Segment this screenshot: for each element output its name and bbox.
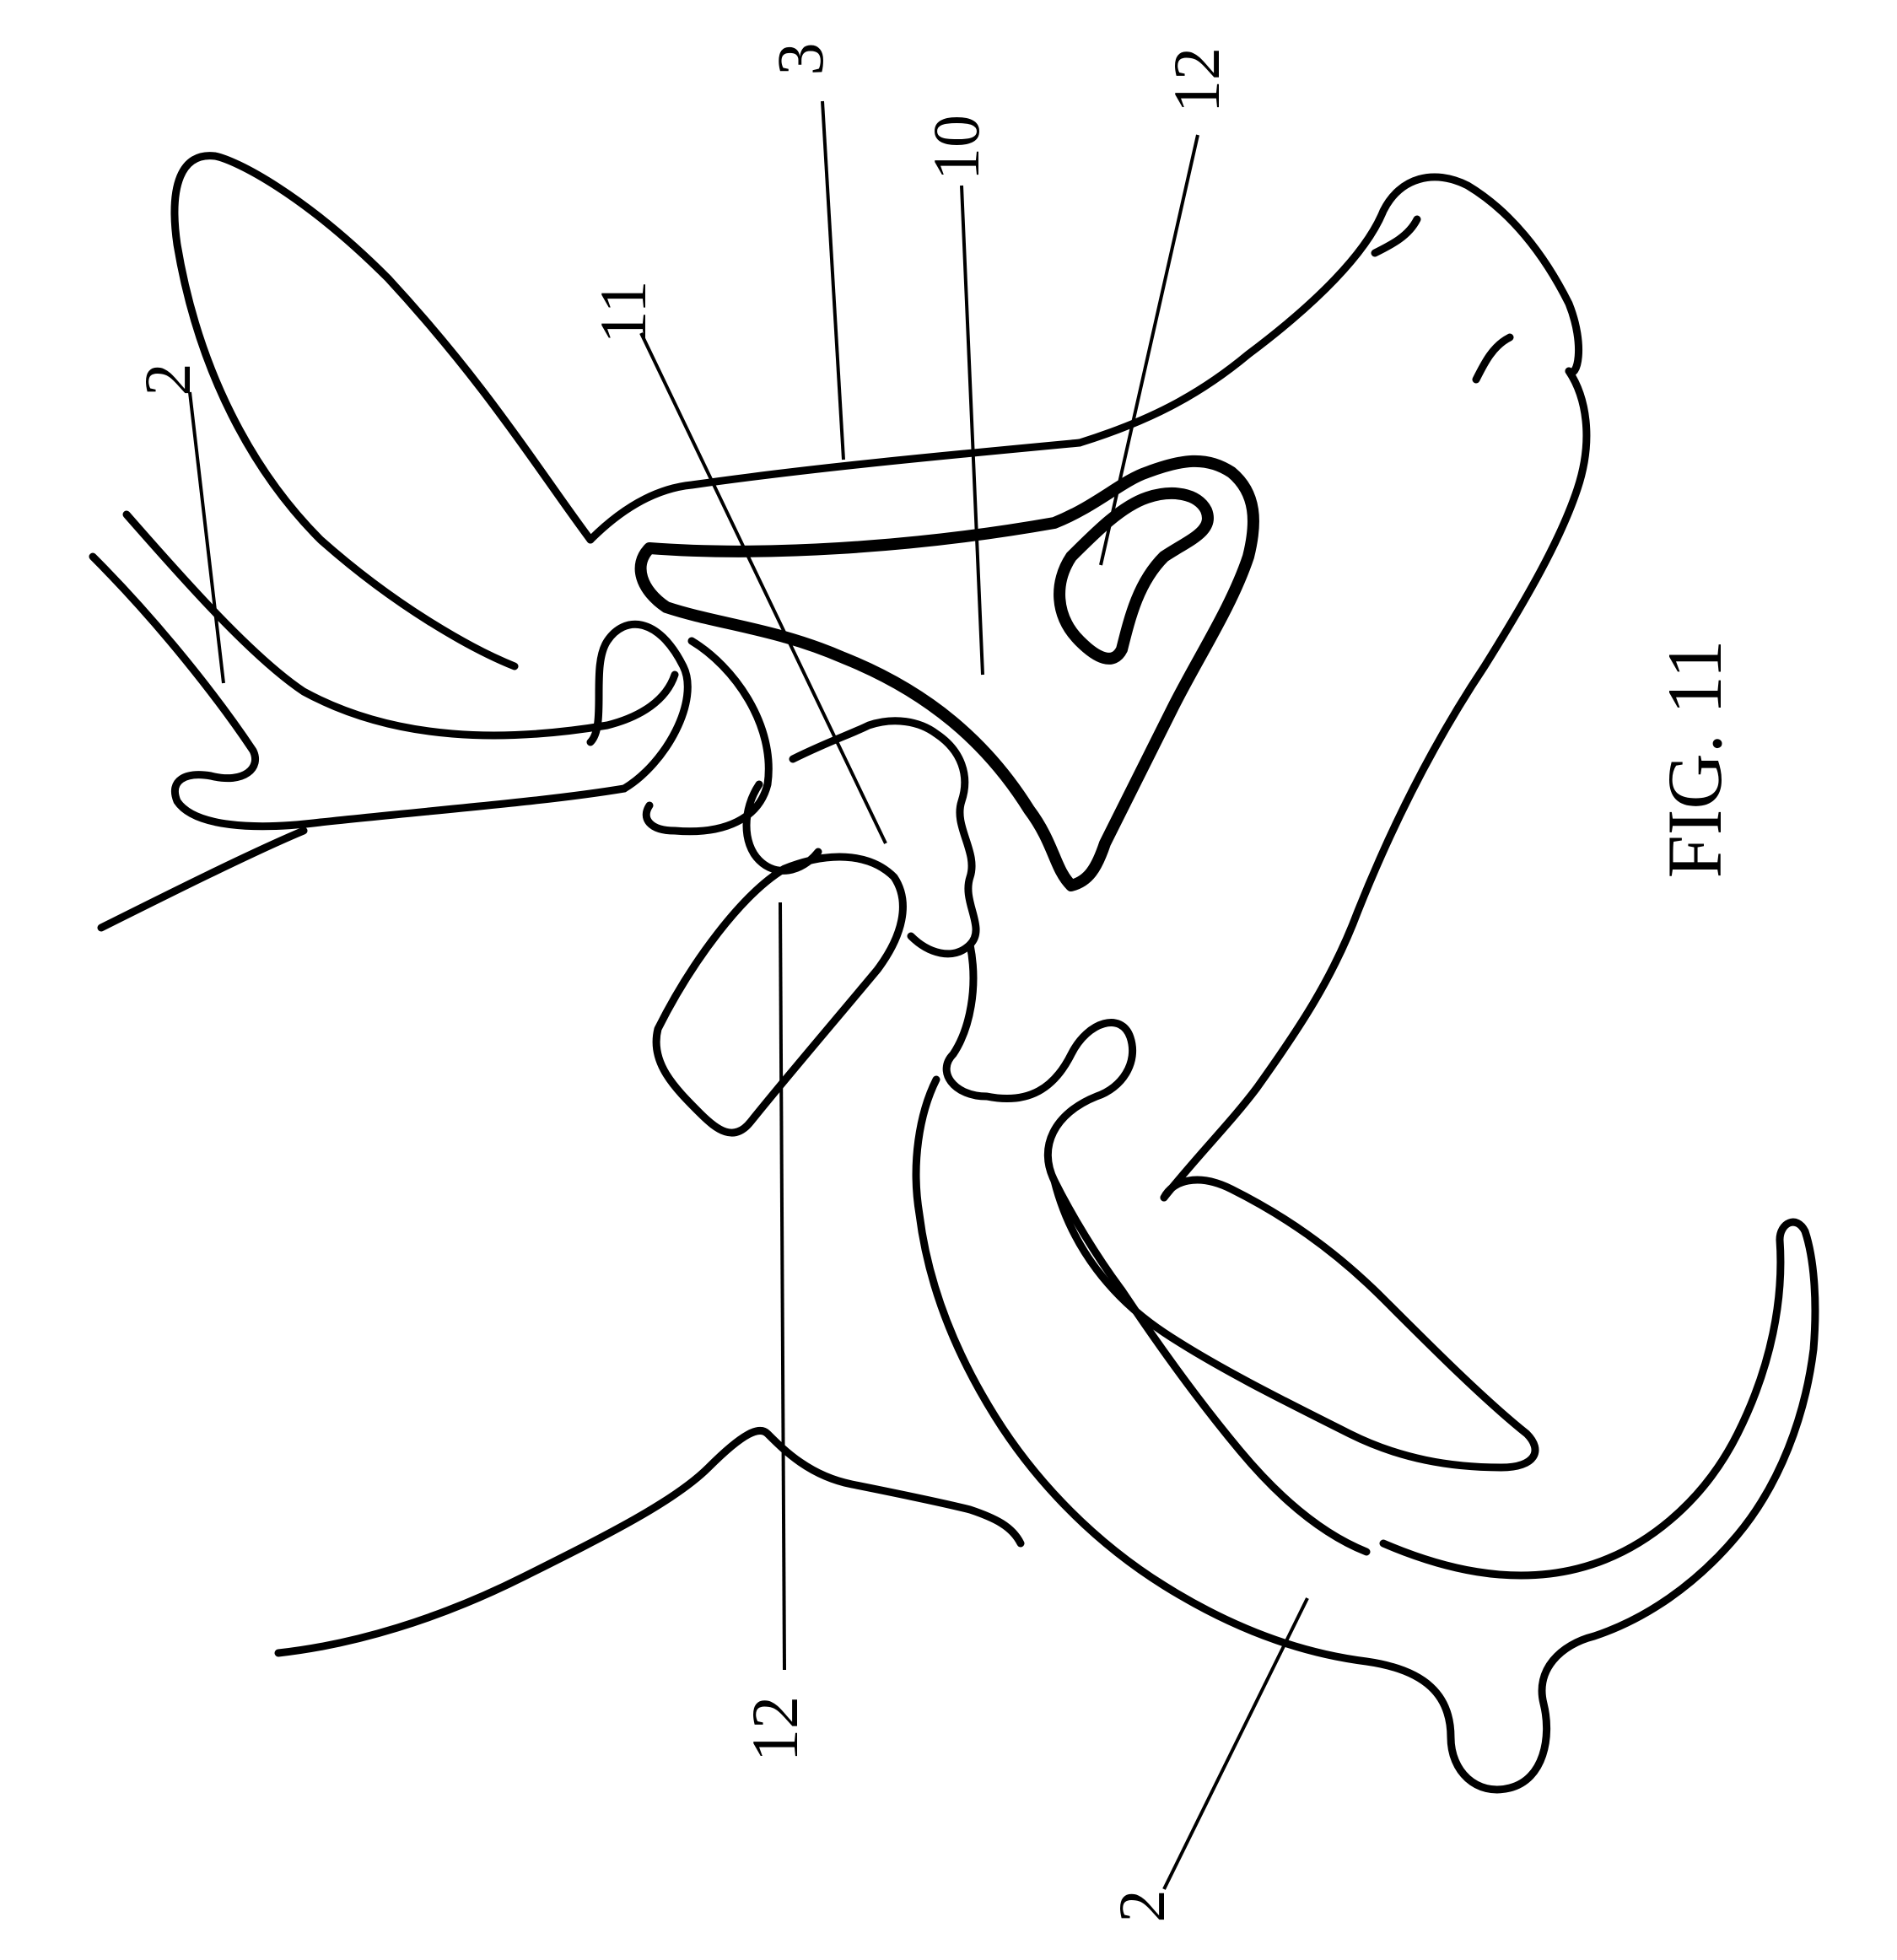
ref-numeral-12-lower: 12 — [738, 1696, 811, 1762]
lower-bone-curl-outline — [1050, 1176, 1539, 1472]
upper-arm-bone-outline — [122, 510, 679, 740]
upper-bone-tip-outline — [586, 439, 1084, 544]
lower-left-outline — [274, 1426, 1025, 1657]
right-bone-mark-2 — [1472, 333, 1514, 384]
right-bone-mark-1 — [1371, 215, 1421, 257]
bone-block-12-outline — [652, 853, 907, 1137]
ref-numeral-2-lower: 2 — [1105, 1890, 1178, 1923]
leader-11 — [639, 332, 887, 844]
leader-12-upper — [1099, 134, 1199, 566]
ref-numeral-10: 10 — [919, 115, 993, 180]
leader-2-lower — [1162, 1597, 1309, 1890]
mesh-implant — [634, 455, 1259, 891]
leader-2-upper — [188, 391, 225, 684]
right-bone-head-outline — [1075, 173, 1582, 447]
mesh-window-hole — [1054, 487, 1214, 665]
ref-numeral-3: 3 — [763, 43, 837, 76]
lower-bone-inner-outline — [942, 940, 1371, 1556]
figure-caption: FIG. 11 — [1652, 640, 1738, 879]
lower-bone-upper-sweep — [1160, 367, 1591, 1202]
upper-arm-bone-lower-outline — [89, 552, 628, 831]
ref-numeral-11: 11 — [586, 280, 660, 343]
ref-numeral-2-upper: 2 — [131, 363, 204, 396]
joint-head-outline — [586, 620, 692, 793]
lower-bone-outer-outline — [912, 1075, 1819, 1794]
upper-bone-outline — [170, 152, 595, 670]
leader-10 — [960, 185, 984, 676]
joint-socket-outline — [642, 637, 773, 836]
leader-12-lower — [779, 902, 786, 1671]
ref-numeral-12-upper: 12 — [1160, 47, 1233, 113]
leader-3 — [821, 100, 845, 460]
upper-shaft-outline — [97, 827, 308, 932]
